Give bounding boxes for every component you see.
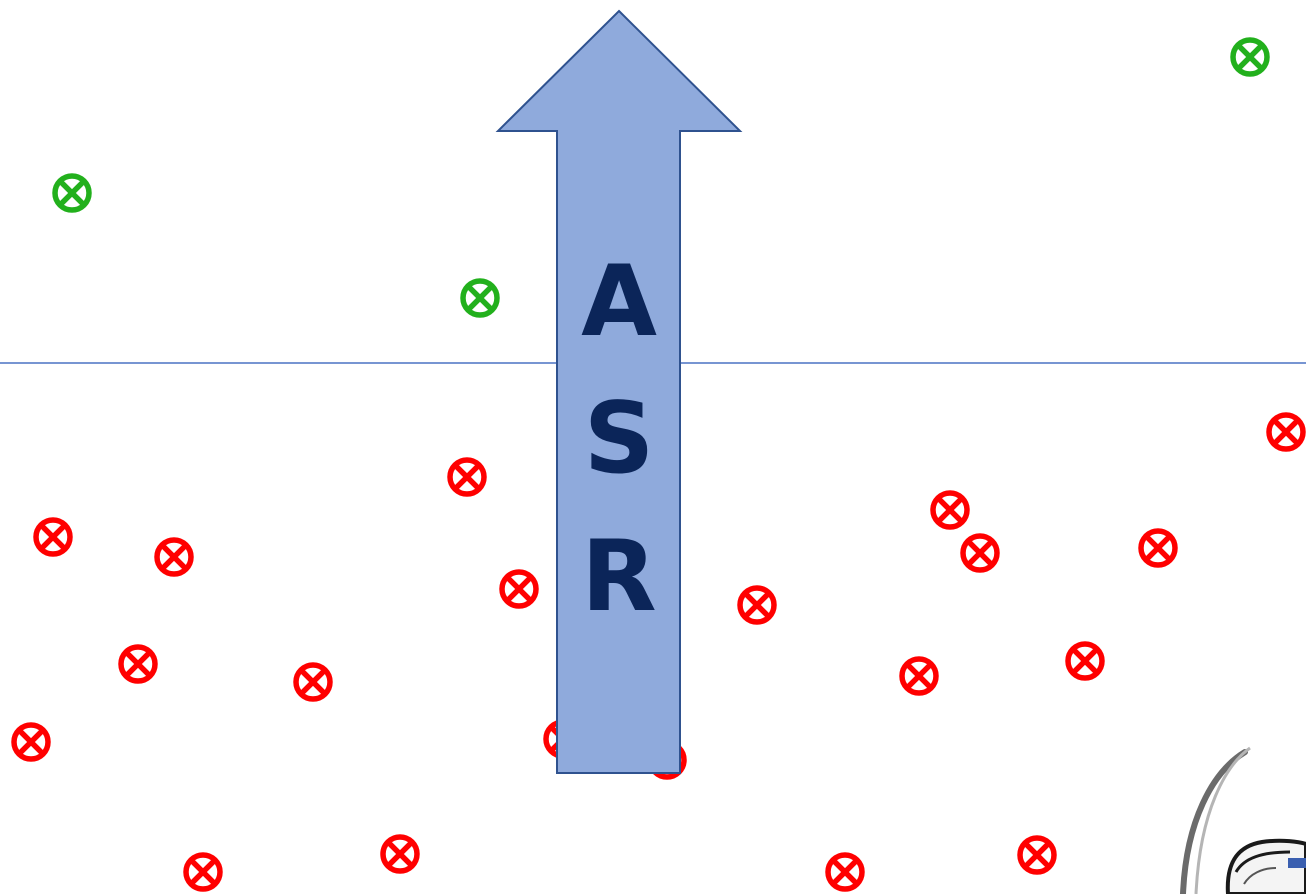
red-x-marker bbox=[825, 852, 865, 892]
red-x-marker bbox=[11, 722, 51, 762]
red-x-marker bbox=[183, 852, 223, 892]
green-x-marker bbox=[460, 278, 500, 318]
red-x-marker bbox=[1017, 835, 1057, 875]
red-x-marker bbox=[1065, 641, 1105, 681]
arrow-shape bbox=[495, 9, 743, 774]
red-x-marker bbox=[118, 644, 158, 684]
head-profile-icon bbox=[1180, 746, 1306, 894]
asr-arrow: A S R bbox=[495, 9, 743, 774]
red-x-marker bbox=[380, 834, 420, 874]
red-x-marker bbox=[447, 457, 487, 497]
red-x-marker bbox=[737, 585, 777, 625]
red-x-marker bbox=[154, 537, 194, 577]
red-x-marker bbox=[930, 490, 970, 530]
arrow-letter-r: R bbox=[581, 520, 656, 634]
green-x-marker bbox=[1230, 37, 1270, 77]
arrow-letter-s: S bbox=[584, 382, 655, 496]
red-x-marker bbox=[499, 569, 539, 609]
green-x-marker bbox=[52, 173, 92, 213]
red-x-marker bbox=[33, 517, 73, 557]
red-x-marker bbox=[960, 533, 1000, 573]
red-x-marker bbox=[293, 662, 333, 702]
arrow-letter-a: A bbox=[581, 245, 657, 359]
red-x-marker bbox=[899, 656, 939, 696]
red-x-marker bbox=[1138, 528, 1178, 568]
red-x-marker bbox=[1266, 412, 1306, 452]
